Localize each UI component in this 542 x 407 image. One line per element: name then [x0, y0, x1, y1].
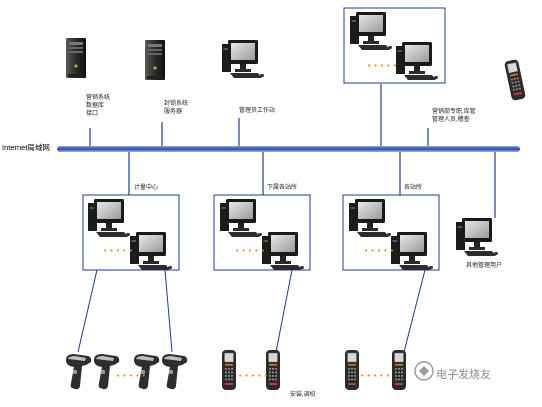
- pc-icon: [262, 232, 304, 270]
- handheld-terminal-icon: [221, 349, 237, 391]
- pc-icon: [396, 42, 438, 80]
- network-backbone: [57, 146, 520, 152]
- lock-system-server-icon: [145, 40, 165, 80]
- barcode-scanner-icon: [66, 354, 92, 390]
- group-label-substations: 下属各站所: [267, 185, 298, 191]
- ellipsis: • • • • •: [368, 63, 398, 70]
- ellipsis: • • • • •: [117, 373, 147, 380]
- label-line: 接口: [86, 111, 99, 117]
- handheld-terminal-icon: [344, 349, 360, 391]
- barcode-scanner-icon: [134, 354, 160, 390]
- ellipsis: • • • • •: [236, 248, 266, 255]
- lock-server-label: 封锁系统 服务器: [164, 100, 188, 116]
- barcode-scanner-icon: [162, 354, 188, 390]
- other-user-label: 其他管理用户: [466, 263, 503, 269]
- label-line: 管理员工作站: [239, 108, 276, 114]
- ellipsis: • • • • •: [239, 373, 269, 380]
- database-server-icon: [66, 38, 86, 78]
- pc-icon: [391, 232, 433, 270]
- pc-icon: [349, 199, 391, 237]
- group-box-metering: [82, 194, 180, 271]
- label-line: 营销系统: [86, 95, 111, 101]
- group-box-stations: [342, 194, 440, 271]
- watermark-logo-icon: [414, 361, 434, 381]
- group-label-metering: 计量中心: [134, 185, 159, 191]
- label-line: 管理人员,稽查: [432, 117, 470, 123]
- group-label-stations: 各站所: [404, 185, 423, 191]
- admin-workstation-label: 管理员工作站: [239, 107, 275, 115]
- database-server-label: 营销系统 数据库 接口: [86, 94, 110, 118]
- ellipsis: • • • • •: [104, 248, 134, 255]
- handheld-usage-label: 安装,调校: [290, 392, 316, 398]
- admin-workstation-icon: [222, 40, 264, 78]
- network-label: Internet局域网: [2, 143, 50, 152]
- ellipsis: • • • • •: [365, 248, 395, 255]
- watermark-text: 电子发烧友: [436, 369, 491, 381]
- label-line: 服务器: [164, 109, 183, 115]
- pc-icon: [220, 199, 262, 237]
- barcode-scanner-icon: [94, 354, 120, 390]
- top-group-box: [343, 7, 446, 84]
- pc-icon: [350, 12, 392, 50]
- handheld-terminal-icon: [265, 349, 281, 391]
- other-user-pc-icon: [456, 218, 498, 256]
- handheld-terminal-icon: [503, 58, 527, 102]
- group-box-substations: [213, 194, 311, 271]
- pc-icon: [130, 232, 172, 270]
- top-group-label: 营销部专职,库管 管理人员,稽查: [432, 108, 476, 124]
- label-line: 数据库: [86, 103, 105, 109]
- top-connectors: [89, 84, 429, 146]
- ellipsis: • • • • •: [361, 373, 391, 380]
- pc-icon: [88, 199, 130, 237]
- label-line: 封锁系统: [164, 101, 189, 107]
- label-line: 营销部专职,库管: [432, 109, 476, 115]
- device-connectors: [77, 269, 426, 353]
- handheld-terminal-icon: [391, 349, 407, 391]
- bottom-connectors: [128, 152, 496, 218]
